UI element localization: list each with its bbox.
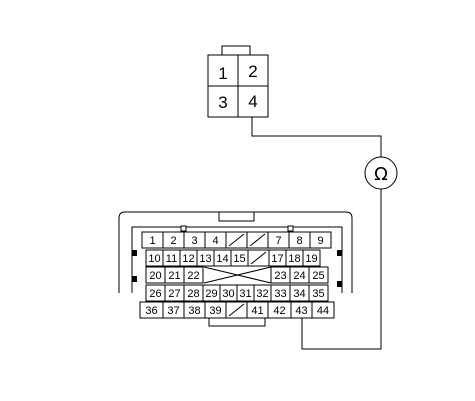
pin-37: 37 xyxy=(167,305,179,317)
top-connector: 1 2 3 4 xyxy=(207,45,269,118)
ohmmeter-circle xyxy=(364,156,398,190)
pin-11: 11 xyxy=(166,253,177,265)
pin-26: 26 xyxy=(149,288,161,300)
pin-36: 36 xyxy=(145,305,157,317)
top-pin-4: 4 xyxy=(248,92,257,111)
pin-38: 38 xyxy=(188,305,200,317)
wire-to-pin-4 xyxy=(251,117,382,157)
pin-44: 44 xyxy=(317,305,329,317)
bottom-connector-latch xyxy=(218,211,255,222)
pin-15: 15 xyxy=(233,253,245,265)
pin-14: 14 xyxy=(216,253,228,265)
top-pin-2: 2 xyxy=(248,62,257,81)
pin-2: 2 xyxy=(170,235,176,247)
pin-44-cell xyxy=(311,301,335,319)
pin-22: 22 xyxy=(187,270,199,282)
pin-13: 13 xyxy=(199,253,211,265)
pin-39: 39 xyxy=(209,305,221,317)
pin-19-cell xyxy=(302,249,321,267)
test-wires xyxy=(251,117,382,350)
pin-3: 3 xyxy=(191,235,197,247)
pin-18: 18 xyxy=(288,253,300,265)
pin-24: 24 xyxy=(293,270,305,282)
top-pin-1: 1 xyxy=(218,64,227,83)
pin-30: 30 xyxy=(222,288,234,300)
pin-43: 43 xyxy=(295,305,307,317)
pin-9-cell xyxy=(309,231,332,249)
pin-41: 41 xyxy=(251,305,263,317)
pin-35: 35 xyxy=(312,288,324,300)
bottom-connector xyxy=(118,211,353,327)
pin-25: 25 xyxy=(312,270,324,282)
pin-9: 9 xyxy=(317,235,323,247)
pin-12: 12 xyxy=(182,253,194,265)
pin-7: 7 xyxy=(275,235,281,247)
ohmmeter: Ω xyxy=(364,156,398,190)
pin-35-cell xyxy=(308,284,329,302)
top-pin-3: 3 xyxy=(218,93,227,112)
pin-25-cell xyxy=(308,266,329,284)
pin-27: 27 xyxy=(168,288,180,300)
pin-22-cell xyxy=(183,266,204,284)
ohm-symbol-icon: Ω xyxy=(374,164,388,185)
pin-28: 28 xyxy=(187,288,199,300)
pin-31: 31 xyxy=(239,288,251,300)
pin-32: 32 xyxy=(256,288,268,300)
pin-42: 42 xyxy=(273,305,285,317)
pin-19: 19 xyxy=(305,253,317,265)
pin-20: 20 xyxy=(149,270,161,282)
pin-34: 34 xyxy=(293,288,305,300)
top-connector-latch xyxy=(221,45,251,56)
bottom-connector-tab xyxy=(208,317,266,327)
pin-33: 33 xyxy=(274,288,286,300)
pin-4: 4 xyxy=(212,235,218,247)
pin-21: 21 xyxy=(168,270,180,282)
pin-1: 1 xyxy=(149,235,155,247)
pin-29: 29 xyxy=(205,288,217,300)
pin-10: 10 xyxy=(148,253,160,265)
pin-23: 23 xyxy=(274,270,286,282)
wire-to-pin-43 xyxy=(301,189,382,350)
pin-8: 8 xyxy=(296,235,302,247)
pin-17: 17 xyxy=(271,253,283,265)
